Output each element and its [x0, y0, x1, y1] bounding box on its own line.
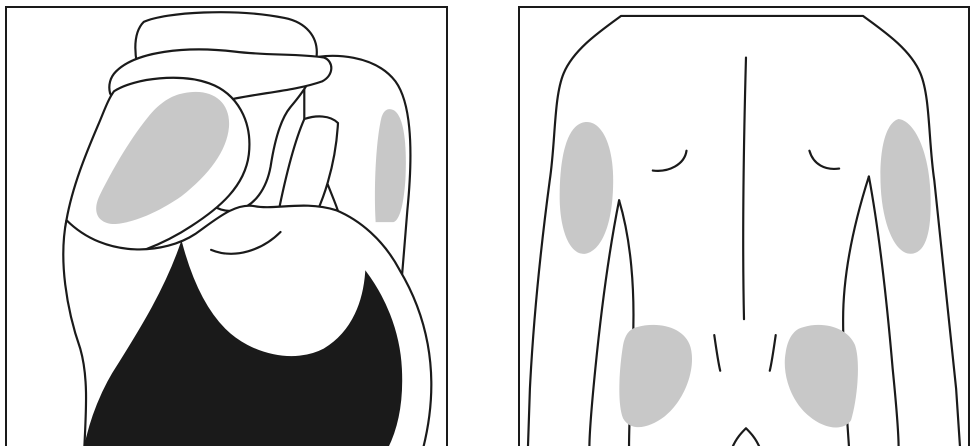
back-figure [520, 8, 968, 446]
panel-back-view [518, 6, 970, 446]
arms-raised-figure [7, 8, 446, 446]
panel-arms-raised [5, 6, 448, 446]
